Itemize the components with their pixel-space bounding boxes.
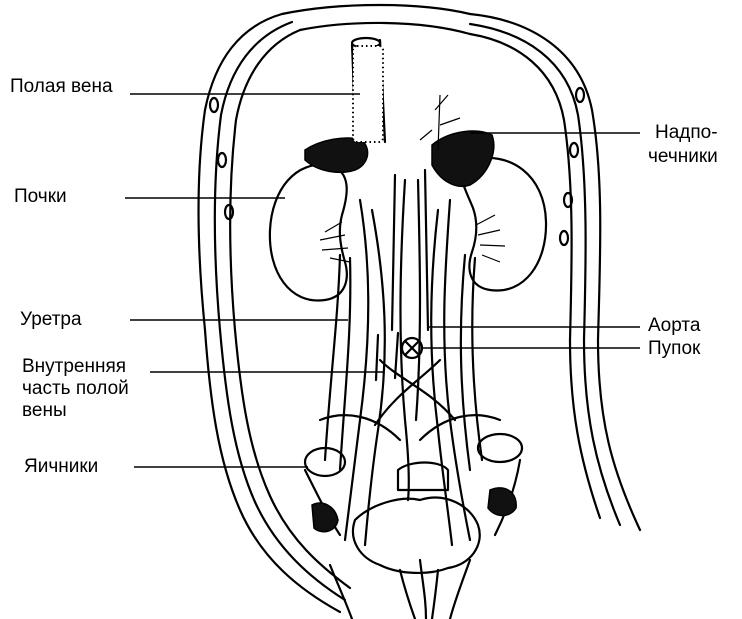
label-aorta: Аорта bbox=[648, 315, 700, 337]
lower-right-blob bbox=[488, 488, 516, 515]
ovary-right bbox=[478, 434, 522, 462]
vessel-l1 bbox=[345, 200, 368, 540]
label-inner-vena-line3: вены bbox=[22, 400, 67, 422]
pelvic-exit-left bbox=[400, 570, 415, 619]
body-wall-right-inner1 bbox=[470, 24, 620, 525]
vessel-r2 bbox=[431, 210, 452, 545]
label-ovaries: Яичники bbox=[24, 456, 98, 478]
ureter-left bbox=[325, 255, 340, 460]
ureter-right bbox=[472, 258, 482, 460]
renal-vessels-left bbox=[320, 222, 350, 262]
pelvis-right bbox=[450, 560, 470, 619]
wall-mark-3 bbox=[225, 205, 233, 219]
renal-vessels-right bbox=[476, 215, 505, 262]
ureter-right-2 bbox=[461, 255, 470, 470]
wall-mark-1 bbox=[210, 98, 218, 112]
wall-mark-7 bbox=[560, 231, 568, 245]
body-top-rim-inner bbox=[300, 23, 470, 34]
vessel-l2 bbox=[365, 210, 385, 545]
body-wall-right-inner2 bbox=[470, 34, 600, 518]
label-adrenal-line1: Надпо- bbox=[655, 122, 718, 144]
lower-left-blob bbox=[312, 503, 338, 532]
label-vena-cava: Полая вена bbox=[10, 76, 113, 98]
wall-mark-4 bbox=[576, 88, 584, 102]
pelvic-exit-right bbox=[432, 570, 438, 619]
aorta-right-edge bbox=[425, 170, 428, 330]
label-ureter: Уретра bbox=[20, 309, 82, 331]
kidney-left bbox=[270, 164, 347, 300]
label-adrenal-line2: чечники bbox=[648, 146, 718, 168]
pelvic-exit-mid bbox=[420, 560, 426, 619]
label-inner-vena-line2: часть полой bbox=[22, 378, 129, 400]
body-wall-left-inner2 bbox=[230, 30, 350, 588]
label-inner-vena-line1: Внутренняя bbox=[22, 356, 126, 378]
uterus-top bbox=[398, 463, 448, 491]
adrenal-left bbox=[305, 138, 368, 172]
pelvic-mass bbox=[353, 498, 480, 573]
vessel-c2 bbox=[416, 180, 420, 420]
wall-mark-5 bbox=[570, 143, 578, 157]
label-kidneys: Почки bbox=[14, 186, 67, 208]
body-top-rim bbox=[282, 5, 470, 14]
inner-vena-left bbox=[376, 335, 378, 380]
wall-mark-2 bbox=[218, 153, 226, 167]
aorta-left-edge bbox=[392, 175, 395, 330]
adrenal-right bbox=[432, 131, 494, 186]
label-navel: Пупок bbox=[648, 338, 700, 360]
